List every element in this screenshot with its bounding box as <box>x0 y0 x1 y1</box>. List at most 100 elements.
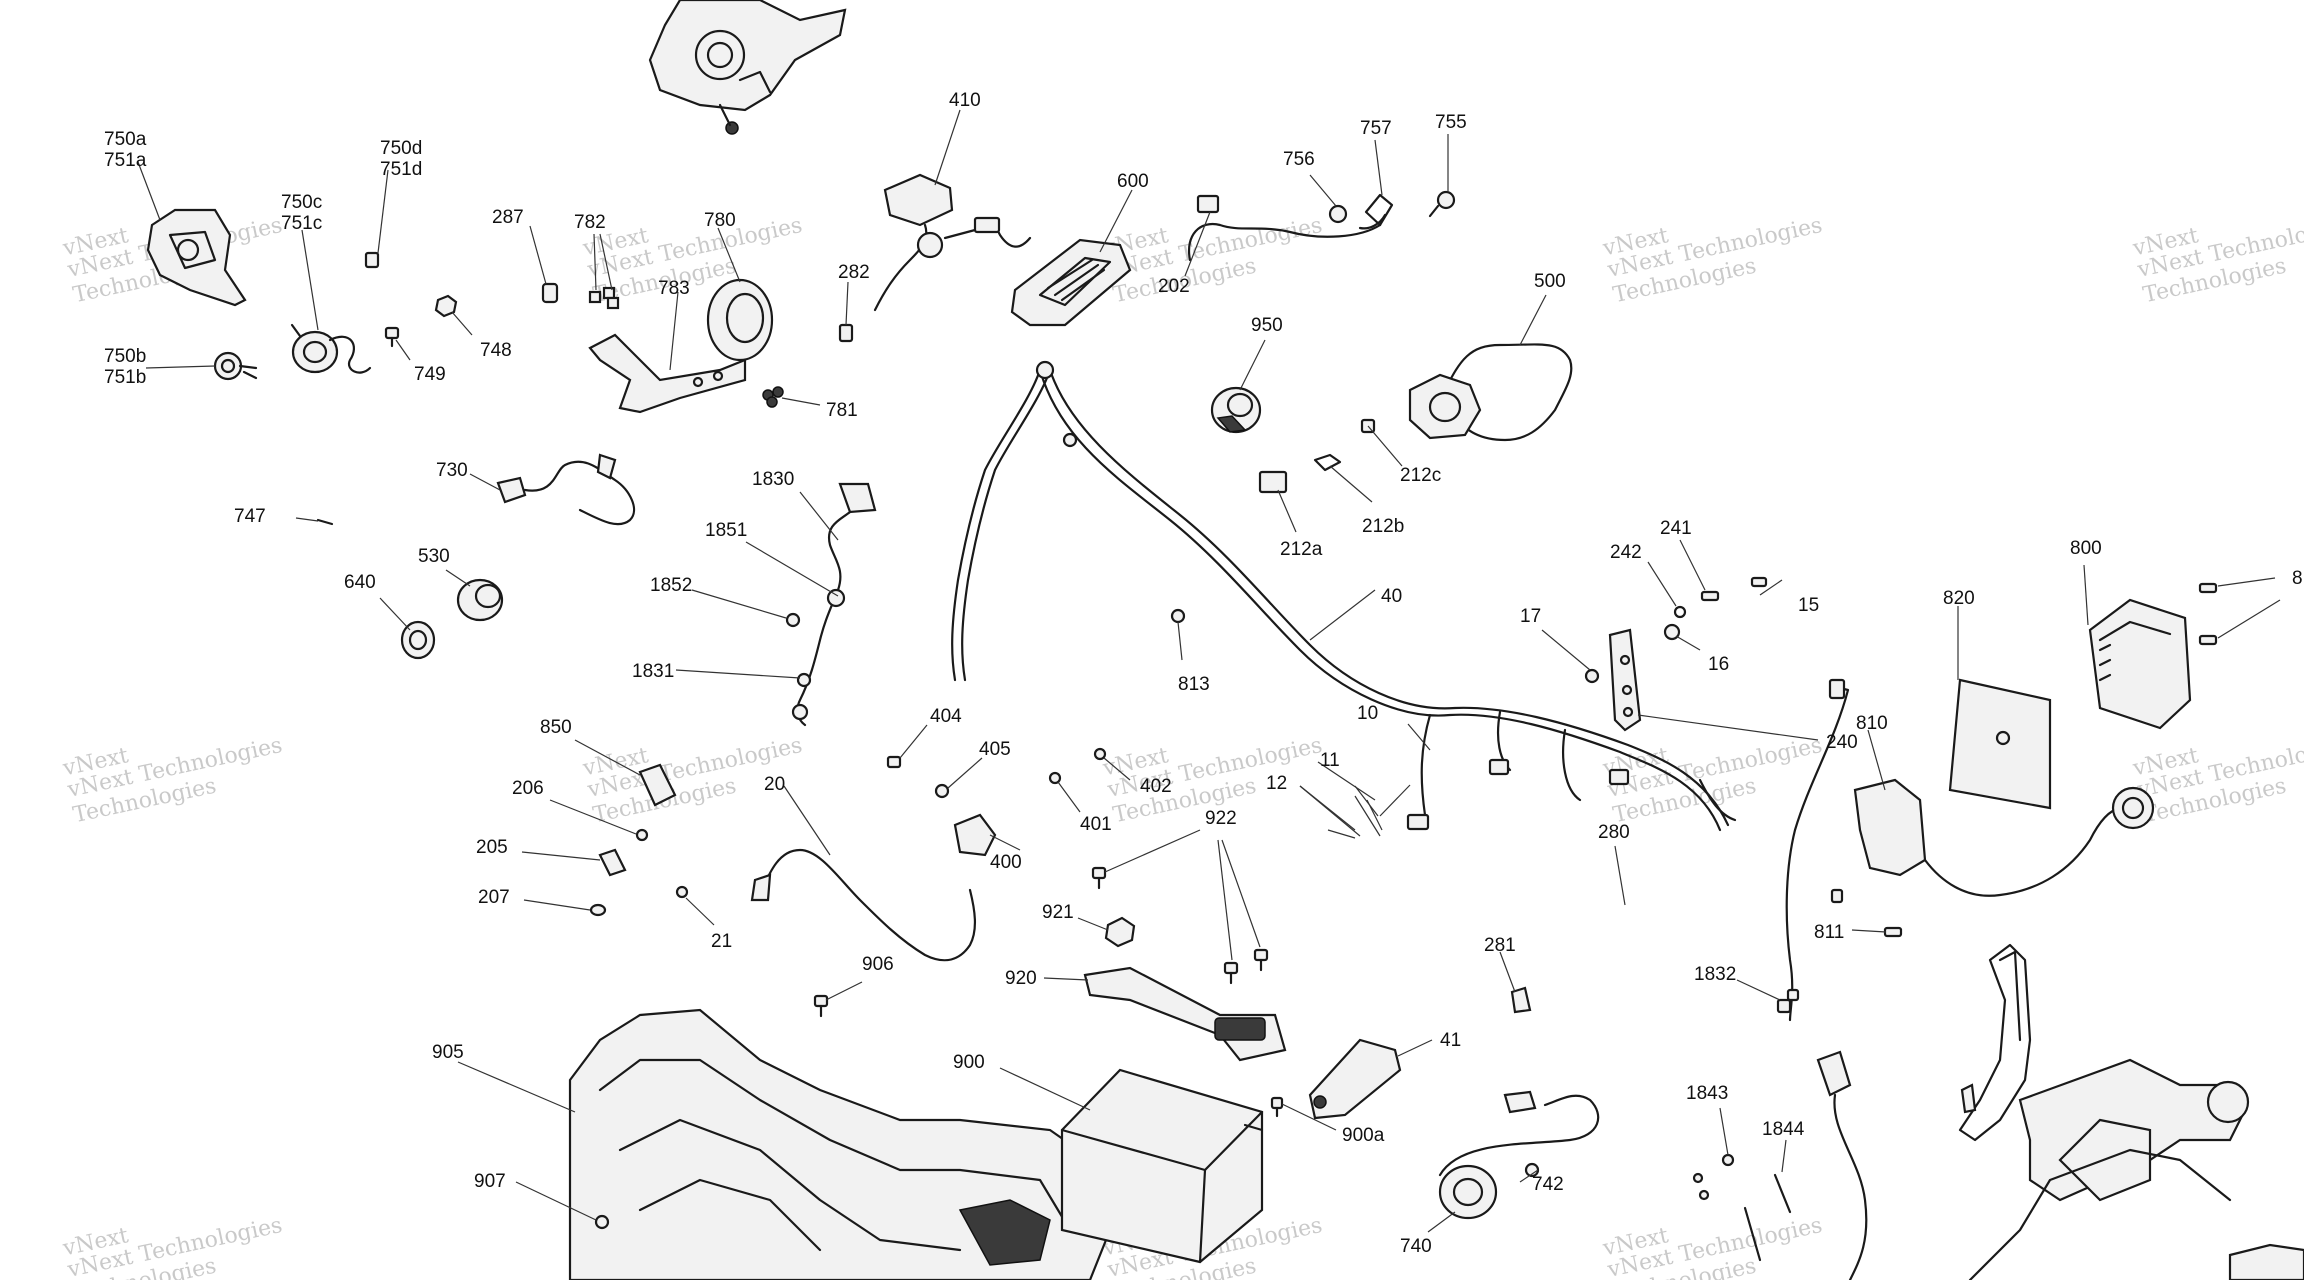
part-747-pin <box>316 518 334 526</box>
callout-907: 907 <box>474 1171 506 1192</box>
part-781-fasteners <box>762 386 784 408</box>
part-907-washer <box>594 1214 610 1230</box>
part-410-relay <box>873 173 1032 312</box>
callout-1852: 1852 <box>650 575 692 596</box>
part-202-harness <box>1187 194 1382 262</box>
callout-750b: 750b <box>104 346 146 367</box>
callout-922: 922 <box>1205 808 1237 829</box>
callout-751a: 751a <box>104 150 147 171</box>
callout-751c: 751c <box>281 213 322 234</box>
part-750c-socket <box>290 323 372 374</box>
callout-1844: 1844 <box>1762 1119 1805 1140</box>
callout-755: 755 <box>1435 112 1467 133</box>
part-750b-bulb <box>213 351 258 381</box>
callout-280: 280 <box>1598 822 1630 843</box>
part-240-bracket <box>1584 628 1642 732</box>
part-1832-sensor <box>1776 988 1800 1014</box>
part-782-screws <box>588 286 620 310</box>
callout-281: 281 <box>1484 935 1516 956</box>
part-287-clip <box>541 282 559 304</box>
part-206-205-207-21 <box>589 828 689 917</box>
callout-800: 800 <box>2070 538 2102 559</box>
callout-404: 404 <box>930 706 962 727</box>
callout-906: 906 <box>862 954 894 975</box>
callout-40: 40 <box>1381 586 1402 607</box>
part-600-ecu <box>1010 238 1132 327</box>
callout-1830: 1830 <box>752 469 794 490</box>
callout-781: 781 <box>826 400 858 421</box>
callout-921: 921 <box>1042 902 1074 923</box>
callout-780: 780 <box>704 210 736 231</box>
part-404-405-402-401 <box>886 747 1107 799</box>
callout-1831: 1831 <box>632 661 674 682</box>
parts-layer <box>146 0 2304 1280</box>
part-rear-frame <box>1958 943 2304 1280</box>
part-20-battery-cable <box>750 813 997 962</box>
callout-1843: 1843 <box>1686 1083 1728 1104</box>
callout-756: 756 <box>1283 149 1315 170</box>
callout-750c: 750c <box>281 192 322 213</box>
part-282-clip <box>838 323 854 343</box>
part-906-bolt <box>813 994 829 1018</box>
callout-811: 811 <box>1814 922 1844 943</box>
part-212-connectors <box>1258 418 1376 494</box>
callout-900a: 900a <box>1342 1125 1385 1146</box>
callout-782: 782 <box>574 212 606 233</box>
callout-410: 410 <box>949 90 981 111</box>
callout-12: 12 <box>1266 773 1287 794</box>
callout-205: 205 <box>476 837 508 858</box>
callout-402: 402 <box>1140 776 1172 797</box>
callout-747: 747 <box>234 506 266 527</box>
part-813-screw <box>1170 608 1186 624</box>
callout-212c: 212c <box>1400 465 1441 486</box>
callout-11: 11 <box>1320 750 1340 771</box>
part-850-plug <box>638 763 677 807</box>
part-1830-sensor-harness <box>791 482 877 727</box>
part-922-bolts <box>1091 866 1269 985</box>
part-756-757-755-connectors <box>1328 190 1456 230</box>
part-500-switch <box>1408 343 1573 442</box>
callout-405: 405 <box>979 739 1011 760</box>
part-921-nut <box>1104 916 1136 948</box>
callout-16: 16 <box>1708 654 1729 675</box>
part-810-bracket <box>1785 678 2155 1022</box>
part-905-tray <box>568 1008 1112 1280</box>
part-950-ignition <box>1210 386 1262 434</box>
part-800-module <box>2088 582 2218 730</box>
callout-500: 500 <box>1534 271 1566 292</box>
callout-783: 783 <box>658 278 690 299</box>
part-750a-headlight-housing <box>146 208 247 307</box>
callout-740: 740 <box>1400 1236 1432 1257</box>
part-530-socket <box>456 578 504 622</box>
part-1843-1844-cable <box>1692 1050 1868 1280</box>
callout-202: 202 <box>1158 276 1190 297</box>
callout-820: 820 <box>1943 588 1975 609</box>
part-780-horn <box>706 278 774 362</box>
part-40-main-harness <box>951 360 1737 832</box>
callout-207: 207 <box>478 887 510 908</box>
callout-242: 242 <box>1610 542 1642 563</box>
part-783-bracket <box>588 333 747 414</box>
callout-212a: 212a <box>1280 539 1323 560</box>
part-upper-bracket <box>648 0 847 135</box>
callout-751d: 751d <box>380 159 422 180</box>
callout-240: 240 <box>1826 732 1858 753</box>
callout-21: 21 <box>711 931 732 952</box>
callout-730: 730 <box>436 460 468 481</box>
callout-950: 950 <box>1251 315 1283 336</box>
part-748-nut <box>434 294 458 318</box>
callout-1832: 1832 <box>1694 964 1736 985</box>
callout-401: 401 <box>1080 814 1112 835</box>
callout-287: 287 <box>492 207 524 228</box>
callout-labels: 750a 751a 750c 751c 750d 751d 750b 751b … <box>104 90 2303 1257</box>
part-241-242-15-16-fasteners <box>1663 576 1768 641</box>
callout-850: 850 <box>540 717 572 738</box>
